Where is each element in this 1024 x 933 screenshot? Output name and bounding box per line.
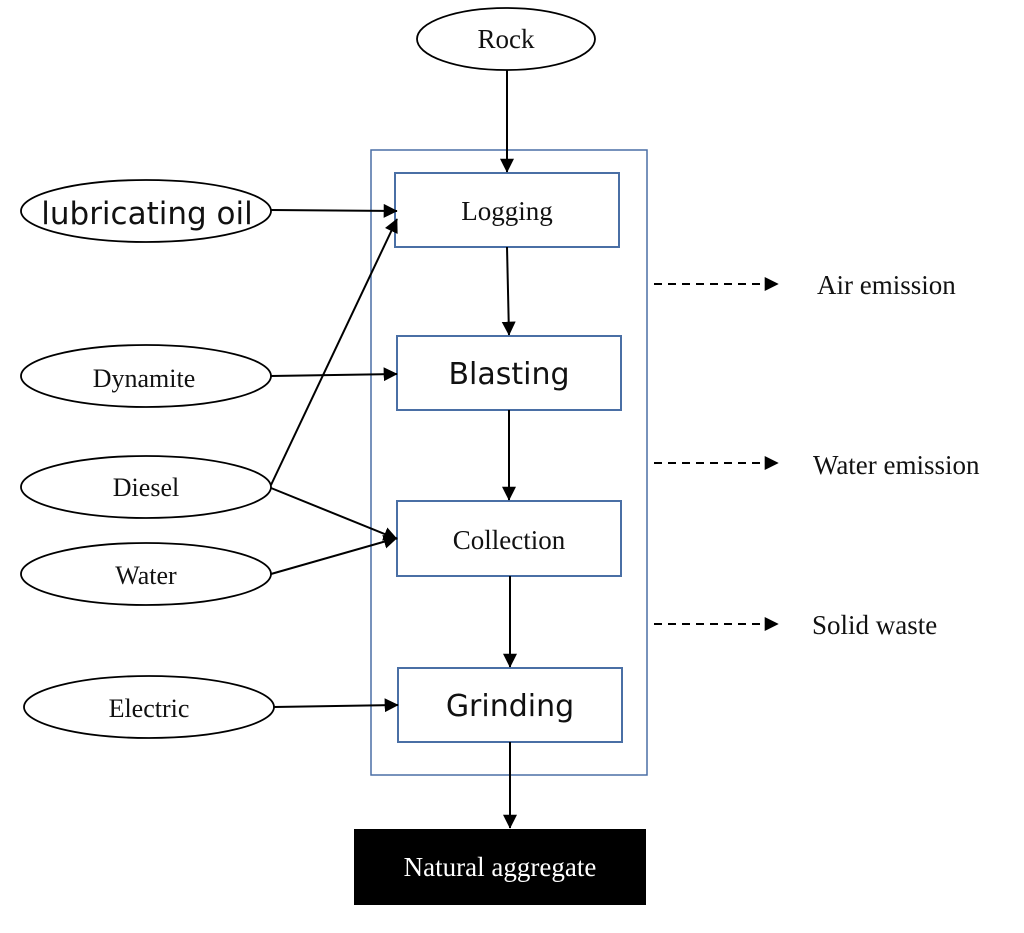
input-diesel: Diesel: [20, 455, 272, 519]
input-rock-label: Rock: [478, 24, 535, 54]
edge-diesel-to-logging: [270, 218, 398, 486]
process-logging-label: Logging: [461, 196, 553, 226]
edge-water-to-collection: [270, 534, 398, 575]
input-electric-label: Electric: [109, 694, 190, 723]
output-label: Natural aggregate: [404, 852, 597, 882]
input-lubricating-oil-label: lubricating oil: [41, 196, 252, 232]
emission-solid-label: Solid waste: [812, 610, 937, 640]
input-water: Water: [20, 542, 272, 606]
emission-water-label: Water emission: [813, 450, 980, 480]
process-blasting-label: Blasting: [448, 357, 569, 392]
input-diesel-label: Diesel: [113, 473, 179, 502]
process-blasting: Blasting: [396, 335, 622, 411]
input-lubricating-oil: lubricating oil: [20, 179, 272, 243]
process-grinding: Grinding: [397, 667, 623, 743]
input-dynamite-label: Dynamite: [93, 364, 196, 393]
process-logging: Logging: [394, 172, 620, 248]
input-water-label: Water: [115, 561, 177, 590]
edge-electric-to-grinding: [273, 698, 399, 713]
process-grinding-label: Grinding: [446, 689, 574, 724]
output-natural-aggregate: Natural aggregate: [354, 829, 646, 905]
input-dynamite: Dynamite: [20, 344, 272, 408]
process-collection-label: Collection: [453, 525, 566, 555]
edge-dynamite-to-blasting: [270, 367, 398, 382]
emission-air-label: Air emission: [817, 270, 956, 300]
input-electric: Electric: [23, 675, 275, 739]
process-collection: Collection: [396, 500, 622, 577]
input-rock: Rock: [416, 7, 596, 71]
edge-logging-to-blasting: [501, 246, 516, 336]
edge-diesel-to-collection: [270, 487, 398, 541]
edge-lubricating-oil-to-logging: [270, 203, 398, 218]
